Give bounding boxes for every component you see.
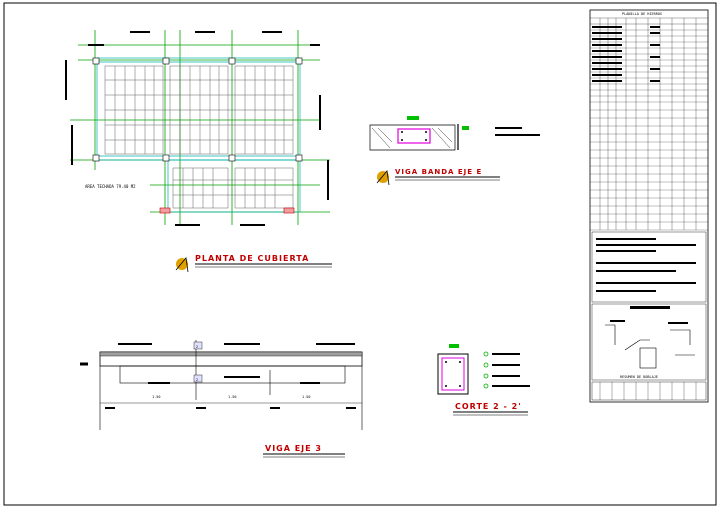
cut-marker-bottom: 2	[196, 378, 198, 382]
band-beam-title-block: VIGA BANDA EJE E	[376, 168, 500, 186]
band-beam-symbol-icon	[376, 170, 390, 186]
cut-title-block: CORTE 2 - 2'	[453, 402, 528, 416]
cut-title: CORTE 2 - 2'	[455, 402, 522, 411]
span-label-3: 1.50	[302, 395, 310, 399]
bending-summary-title: RESUMEN DE DOBLAJE	[620, 375, 658, 379]
plan-area-note: AREA TECHADA 79.40 M2	[85, 184, 136, 189]
plan-title-block: PLANTA DE CUBIERTA	[175, 254, 332, 273]
cut-marker-top: 2	[196, 345, 198, 349]
sheet-border	[3, 2, 717, 506]
span-label-1: 1.50	[152, 395, 160, 399]
beam-elevation-title: VIGA EJE 3	[265, 444, 322, 453]
roof-plan: AREA TECHADA 79.40 M2	[65, 30, 330, 226]
cut-section	[437, 344, 530, 395]
beam-elevation-title-block: VIGA EJE 3	[263, 444, 345, 458]
span-label-2: 1.50	[228, 395, 236, 399]
plan-title-symbol-icon	[175, 257, 189, 273]
schedule-title: PLANILLA DE HIERROS	[622, 12, 662, 16]
plan-title: PLANTA DE CUBIERTA	[195, 254, 309, 263]
band-beam-title: VIGA BANDA EJE E	[395, 168, 482, 176]
beam-elevation: 2 2 1.50 1.50 1.50	[80, 340, 363, 430]
schedule-panel: PLANILLA DE HIERROS	[589, 9, 709, 403]
band-beam-section	[369, 116, 540, 151]
